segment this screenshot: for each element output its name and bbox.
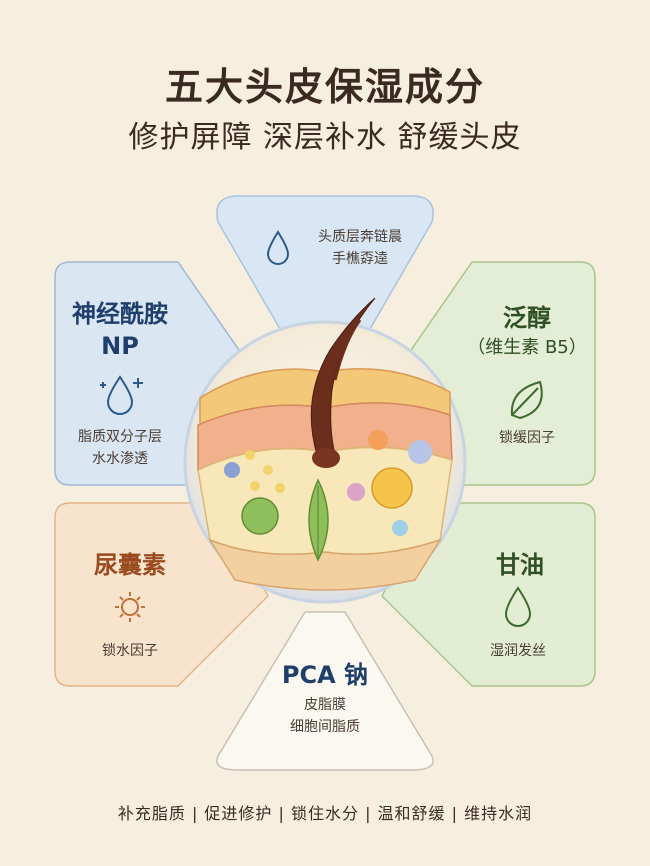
sun-icon <box>115 592 145 622</box>
pca-card-desc: 皮脂膜 细胞间脂质 <box>245 694 405 738</box>
urea-card-desc: 锁水因子 <box>102 643 158 659</box>
np-card-title: 神经酰胺 NP <box>60 298 180 362</box>
panthenol-card-title: 泛醇 （维生素 B5） <box>462 302 592 362</box>
top-card-desc: 头质层奔链晨 手樵孬逵 <box>300 226 420 270</box>
pca-card-title: PCA 钠 <box>281 661 369 689</box>
np-title-line2: NP <box>101 332 139 360</box>
np-desc-line2: 水水渗透 <box>92 451 148 467</box>
top-desc-line1: 头质层奔链晨 <box>318 229 402 245</box>
np-title-line1: 神经酰胺 <box>72 300 168 328</box>
pca-desc-line2: 细胞间脂质 <box>290 719 360 735</box>
panthenol-title-line1: 泛醇 <box>503 304 551 332</box>
page-subtitle: 修护屏障 深层补水 舒缓头皮 <box>128 120 522 155</box>
molecule-bubbles <box>224 430 432 536</box>
page-title: 五大头皮保湿成分 <box>164 65 485 109</box>
top-desc-line2: 手樵孬逵 <box>332 251 388 267</box>
np-card-desc: 脂质双分子层 水水渗透 <box>60 426 180 470</box>
water-drop-icon <box>266 230 290 265</box>
pca-card <box>216 611 434 771</box>
leaf-icon <box>510 380 543 420</box>
np-desc-line1: 脂质双分子层 <box>78 429 162 445</box>
glycerin-card-title: 甘油 <box>496 551 544 579</box>
pca-desc-line1: 皮脂膜 <box>304 697 346 713</box>
sparkle-drop-icon <box>100 375 143 415</box>
hair-strand-icon <box>310 297 376 459</box>
oil-drop-icon <box>504 586 532 627</box>
panthenol-card-desc: 锁缓因子 <box>499 430 555 446</box>
panthenol-title-line2: （维生素 B5） <box>467 337 587 358</box>
glycerin-card-desc: 湿润发丝 <box>490 643 546 659</box>
urea-card-title: 尿囊素 <box>94 551 166 579</box>
footer-benefits: 补充脂质 | 促进修护 | 锁住水分 | 温和舒缓 | 维持水润 <box>117 804 533 823</box>
